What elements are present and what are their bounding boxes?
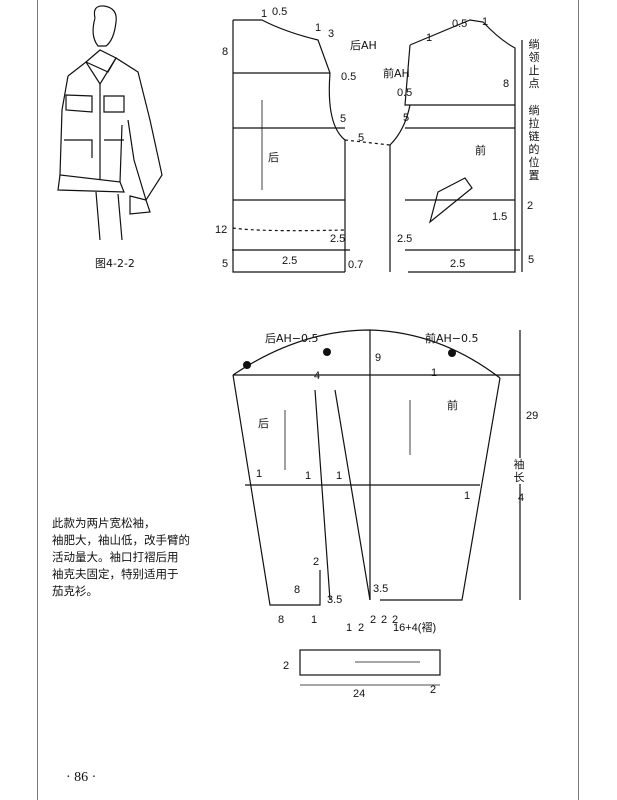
dim: 1 (426, 32, 433, 44)
dim: 2.5 (397, 233, 413, 245)
figure-caption: 图4-2-2 (95, 257, 135, 270)
dim: 1 (346, 622, 353, 634)
jacket-illustration (57, 5, 163, 241)
dim: 2.5 (450, 258, 466, 270)
description-line: 袖肥大，袖山低，改手臂的 (52, 533, 190, 547)
dim: 2.5 (282, 255, 298, 267)
page-number: · 86 · (66, 770, 97, 785)
dim: 1 (261, 8, 268, 20)
dim: 1 (464, 490, 471, 502)
dim: 3.5 (327, 594, 343, 606)
dim: 0.5 (341, 71, 357, 83)
dim: 1 (315, 22, 322, 34)
back-bodice (232, 19, 350, 273)
dim: 0.5 (272, 6, 288, 18)
left-margin-line (37, 0, 38, 800)
dim: 0.5 (452, 18, 468, 30)
dim: 2.5 (330, 233, 346, 245)
dim: 1 (482, 16, 489, 28)
dim: 2 (370, 614, 377, 626)
dim: 8 (278, 614, 285, 626)
dim: 1 (256, 468, 263, 480)
dim: 3 (328, 28, 335, 40)
dim: 12 (215, 224, 228, 236)
cuff-length-dim: 24 (353, 688, 366, 700)
sleeve (232, 329, 521, 606)
dim: 1 (305, 470, 312, 482)
dim: 29 (526, 410, 539, 422)
dim: 8 (294, 584, 301, 596)
dim: 2 (358, 622, 365, 634)
dim: 5 (403, 112, 410, 124)
sleeve-back-label: 后 (258, 417, 269, 430)
dim: 2 (527, 200, 534, 212)
description-line: 此款为两片宽松袖， (52, 516, 156, 530)
dim: 9 (375, 352, 382, 364)
dim: 5 (528, 254, 535, 266)
dim: 2 (381, 614, 388, 626)
front-label: 前 (475, 144, 486, 157)
zipper-position-label: 绱拉链的位置 (528, 104, 540, 182)
dim: 5 (340, 113, 347, 125)
description-line: 活动量大。袖口打褶后用 (52, 550, 179, 564)
cuff-left-dim: 2 (283, 660, 290, 672)
dim: 5 (222, 258, 229, 270)
sleeve-back-ah-label: 后AH−0.5 (265, 332, 319, 345)
dim: 2 (392, 614, 399, 626)
description-line: 袖克夫固定，特别适用于 (52, 567, 179, 581)
right-margin-line (578, 0, 579, 800)
cuff-right-dim: 2 (430, 684, 437, 696)
dim: 8 (503, 78, 510, 90)
back-ah-label: 后AH (350, 39, 377, 52)
dim: 1.5 (492, 211, 508, 223)
front-bodice (344, 19, 523, 273)
dim: 1 (311, 614, 318, 626)
dim: 4 (518, 492, 525, 504)
description-line: 茄克衫。 (52, 584, 98, 598)
dim: 5 (358, 132, 365, 144)
dim: 2 (313, 556, 320, 568)
cuff-piece (299, 649, 441, 686)
description-text: 此款为两片宽松袖， 袖肥大，袖山低，改手臂的 活动量大。袖口打褶后用 袖克夫固定… (52, 515, 202, 600)
zipper-top-label: 绱领止点 (528, 38, 540, 90)
sleeve-front-label: 前 (447, 399, 458, 412)
dim: 0.5 (397, 87, 413, 99)
dim: 4 (314, 370, 321, 382)
sleeve-length-label: 袖长 (513, 458, 525, 484)
front-ah-label: 前AH (383, 67, 410, 80)
dim: 8 (222, 46, 229, 58)
dim: 0.7 (348, 259, 364, 271)
sleeve-front-ah-label: 前AH−0.5 (425, 332, 479, 345)
dim: 1 (336, 470, 343, 482)
dim: 3.5 (373, 583, 389, 595)
dim: 16+4(褶) (393, 622, 437, 634)
dim: 1 (431, 367, 438, 379)
back-label: 后 (268, 151, 279, 164)
